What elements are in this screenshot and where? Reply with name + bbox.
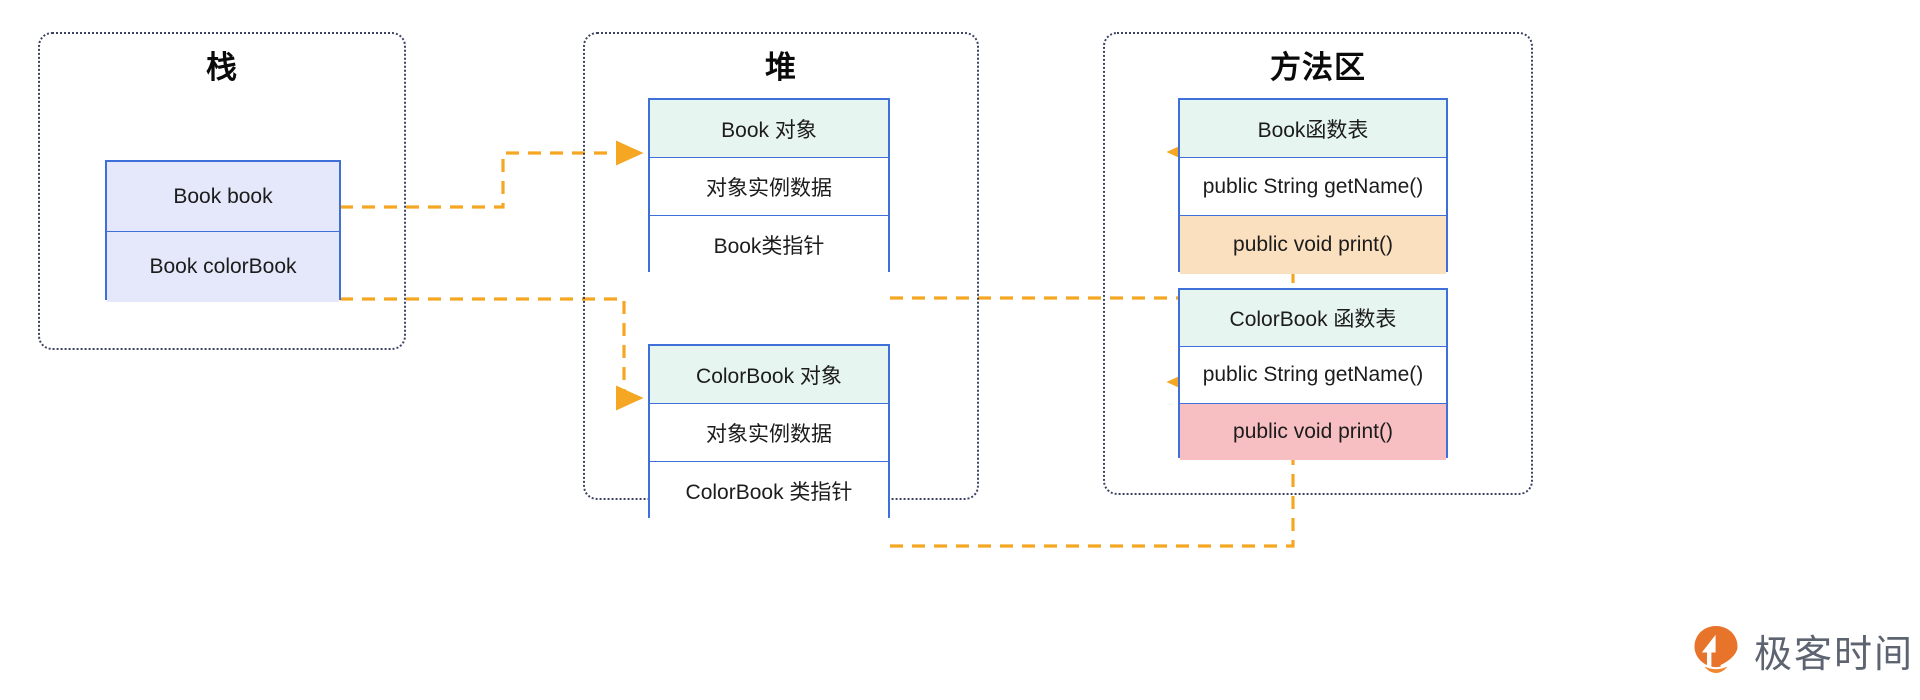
region-stack-title: 栈 bbox=[206, 50, 238, 85]
heap-colorbook-object-box: ColorBook 对象 对象实例数据 ColorBook 类指针 bbox=[648, 344, 890, 520]
heap-book-object-class-pointer[interactable]: Book类指针 bbox=[650, 216, 888, 274]
colorbook-vtable-header[interactable]: ColorBook 函数表 bbox=[1180, 290, 1446, 347]
book-vtable-header[interactable]: Book函数表 bbox=[1180, 100, 1446, 158]
stack-row-colorbook[interactable]: Book colorBook bbox=[107, 232, 339, 302]
region-stack bbox=[38, 32, 406, 350]
region-heap-title: 堆 bbox=[765, 50, 797, 85]
region-method-area bbox=[1103, 32, 1533, 495]
book-vtable-print[interactable]: public void print() bbox=[1180, 216, 1446, 274]
stack-frame-box: Book book Book colorBook bbox=[105, 160, 341, 302]
region-method-area-title: 方法区 bbox=[1270, 50, 1366, 85]
geekbang-logo-icon bbox=[1694, 626, 1738, 673]
method-area-colorbook-vtable-box: ColorBook 函数表 public String getName() pu… bbox=[1178, 288, 1448, 460]
watermark-logo: 极客时间 bbox=[1688, 622, 1914, 678]
colorbook-vtable-print[interactable]: public void print() bbox=[1180, 404, 1446, 460]
heap-colorbook-object-header[interactable]: ColorBook 对象 bbox=[650, 346, 888, 404]
colorbook-vtable-getname[interactable]: public String getName() bbox=[1180, 347, 1446, 404]
stack-row-book[interactable]: Book book bbox=[107, 162, 339, 232]
method-area-book-vtable-box: Book函数表 public String getName() public v… bbox=[1178, 98, 1448, 274]
heap-colorbook-object-instance-data[interactable]: 对象实例数据 bbox=[650, 404, 888, 462]
heap-book-object-box: Book 对象 对象实例数据 Book类指针 bbox=[648, 98, 890, 274]
watermark-brand-text: 极客时间 bbox=[1754, 633, 1915, 676]
heap-colorbook-object-class-pointer[interactable]: ColorBook 类指针 bbox=[650, 462, 888, 520]
heap-book-object-instance-data[interactable]: 对象实例数据 bbox=[650, 158, 888, 216]
book-vtable-getname[interactable]: public String getName() bbox=[1180, 158, 1446, 216]
heap-book-object-header[interactable]: Book 对象 bbox=[650, 100, 888, 158]
